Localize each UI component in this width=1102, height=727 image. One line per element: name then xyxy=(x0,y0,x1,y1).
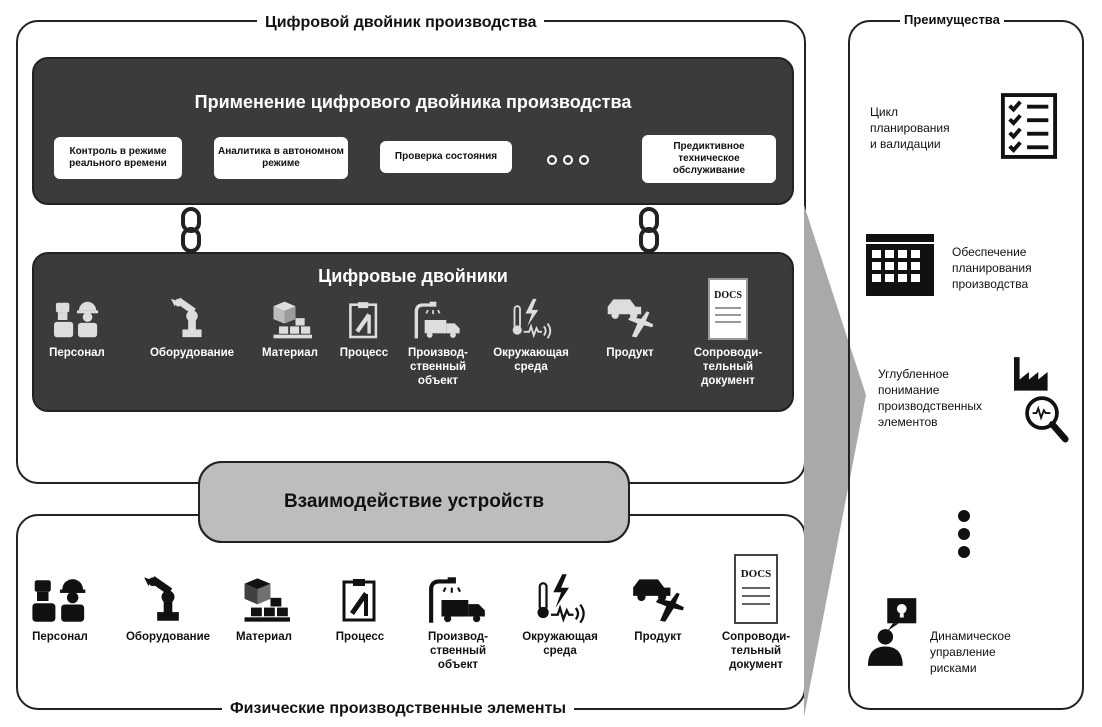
boxes-icon xyxy=(268,300,312,340)
twin-item-product: Продукт xyxy=(582,286,678,360)
factory-magnifier-icon xyxy=(1014,350,1070,450)
physical-item-equipment: Оборудование xyxy=(120,570,216,644)
advantage-deep-understanding: Углубленное понимание производственных э… xyxy=(878,367,982,429)
physical-frame-title: Физические производственные элементы xyxy=(222,700,575,718)
application-title: Применение цифрового двойника производст… xyxy=(194,92,632,112)
checklist-icon xyxy=(1000,82,1058,170)
clipboard-tools-icon xyxy=(347,300,381,340)
physical-item-product: Продукт xyxy=(610,574,706,644)
physical-item-personnel: Персонал xyxy=(12,578,108,644)
application-panel: Применение цифрового двойника производст… xyxy=(32,57,794,205)
facility-truck-icon xyxy=(427,576,489,624)
clipboard-tools-icon xyxy=(340,576,380,624)
facility-truck-icon xyxy=(413,300,463,340)
boxes-icon xyxy=(238,576,290,624)
digital-twins-title: Цифровые двойники xyxy=(318,266,508,286)
advantages-more-dots xyxy=(958,510,970,564)
environment-icon xyxy=(509,298,553,340)
car-plane-icon xyxy=(629,574,687,624)
advantage-risk-management: Динамическое управление рисками xyxy=(930,629,1011,675)
digital-twins-panel: Цифровые двойники Персонал Оборудование … xyxy=(32,252,794,412)
app-box-predictive-maintenance: Предиктивное техническое обслуживание xyxy=(642,135,776,183)
chain-link-left-icon xyxy=(181,207,201,253)
app-box-condition-check: Проверка состояния xyxy=(380,141,512,173)
docs-icon: DOCS xyxy=(734,554,778,624)
twin-item-process: Процесс xyxy=(316,294,412,360)
physical-item-environment: Окружающая среда xyxy=(512,574,608,658)
physical-item-facility: Производ- ственный объект xyxy=(410,574,506,672)
physical-item-document: DOCS Сопроводи- тельный документ xyxy=(708,550,804,672)
chain-link-right-icon xyxy=(639,207,659,253)
app-box-realtime: Контроль в режиме реального времени xyxy=(54,137,182,179)
docs-icon: DOCS xyxy=(708,278,748,340)
car-plane-icon xyxy=(604,294,656,340)
flow-arrow-icon xyxy=(804,205,866,717)
robot-arm-icon xyxy=(169,294,215,340)
calendar-icon xyxy=(866,234,934,296)
twin-item-facility: Производ- ственный объект xyxy=(390,294,486,388)
physical-item-material: Материал xyxy=(216,574,312,644)
advantages-title: Преимущества xyxy=(900,12,1004,27)
advantage-production-planning: Обеспечение планирования производства xyxy=(952,245,1032,291)
twin-item-environment: Окружающая среда xyxy=(483,294,579,374)
workers-icon xyxy=(54,300,100,340)
physical-item-process: Процесс xyxy=(312,574,408,644)
digital-twin-frame-title: Цифровой двойник производства xyxy=(257,14,545,32)
person-idea-icon xyxy=(866,594,924,670)
environment-icon xyxy=(533,574,587,624)
twin-item-personnel: Персонал xyxy=(29,294,125,360)
workers-icon xyxy=(31,578,89,624)
more-dots xyxy=(544,152,592,170)
twin-item-equipment: Оборудование xyxy=(144,286,240,360)
robot-arm-icon xyxy=(142,572,194,624)
advantage-planning-validation: Цикл планирования и валидации xyxy=(870,105,950,151)
twin-item-document: DOCS Сопроводи- тельный документ xyxy=(680,270,776,388)
device-interaction-cover: Взаимодействие устройств xyxy=(198,461,630,543)
twin-item-material: Материал xyxy=(242,294,338,360)
app-box-offline-analytics: Аналитика в автономном режиме xyxy=(214,137,348,179)
